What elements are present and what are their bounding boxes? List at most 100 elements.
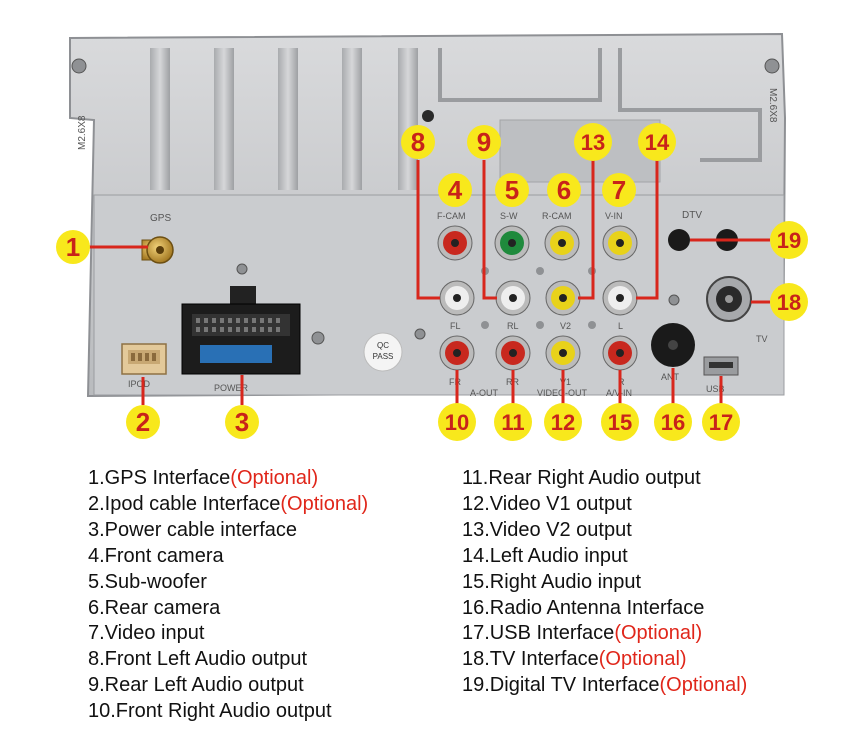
svg-text:17: 17 bbox=[709, 410, 733, 435]
legend-item: 8.Front Left Audio output bbox=[88, 647, 368, 673]
tv-connector bbox=[706, 276, 752, 322]
svg-text:4: 4 bbox=[448, 175, 463, 205]
legend-optional-note: (Optional) bbox=[659, 674, 748, 697]
legend-text: 9.Rear Left Audio output bbox=[88, 674, 304, 697]
legend-item: 7.Video input bbox=[88, 621, 368, 647]
legend-item: 5.Sub-woofer bbox=[88, 570, 368, 596]
legend-text: 5.Sub-woofer bbox=[88, 570, 207, 593]
legend-item: 13.Video V2 output bbox=[462, 518, 747, 544]
rca-rl bbox=[495, 280, 531, 316]
legend-item: 14.Left Audio input bbox=[462, 544, 747, 570]
legend-item: 4.Front camera bbox=[88, 544, 368, 570]
callout-3: 3 bbox=[225, 405, 259, 439]
rca-rcam bbox=[544, 225, 580, 261]
antenna-connector bbox=[651, 323, 695, 367]
legend-text: 18.TV Interface bbox=[462, 648, 599, 671]
legend-optional-note: (Optional) bbox=[614, 622, 703, 645]
legend-item: 1.GPS Interface(Optional) bbox=[88, 466, 368, 492]
svg-text:19: 19 bbox=[777, 228, 801, 253]
callout-6: 6 bbox=[547, 173, 581, 207]
legend-item: 18.TV Interface(Optional) bbox=[462, 647, 747, 673]
tv-silk-label: TV bbox=[756, 334, 768, 344]
legend-text: 4.Front camera bbox=[88, 544, 224, 567]
legend-optional-note: (Optional) bbox=[598, 648, 687, 671]
screw-icon bbox=[414, 328, 426, 340]
rca-fr bbox=[439, 335, 475, 371]
callout-12: 12 bbox=[544, 403, 582, 441]
ant-silk-label: ANT bbox=[661, 372, 680, 382]
svg-text:1: 1 bbox=[66, 232, 80, 262]
svg-text:6: 6 bbox=[557, 175, 571, 205]
v2-silk-label: V2 bbox=[560, 321, 571, 331]
legend-text: 1.GPS Interface bbox=[88, 467, 231, 489]
dtv-silk-label: DTV bbox=[682, 210, 702, 221]
legend-text: 19.Digital TV Interface bbox=[462, 674, 660, 697]
ipod-silk-label: IPOD bbox=[128, 379, 151, 389]
callout-10: 10 bbox=[438, 403, 476, 441]
screw-icon bbox=[311, 331, 325, 345]
legend-item: 12.Video V1 output bbox=[462, 492, 747, 518]
rca-vin bbox=[602, 225, 638, 261]
svg-text:3: 3 bbox=[235, 407, 249, 437]
legend-item: 16.Radio Antenna Interface bbox=[462, 596, 747, 622]
screw-icon bbox=[764, 58, 780, 74]
fl-silk-label: FL bbox=[450, 321, 461, 331]
callouts: 1 2 3 4 5 6 7 8 9 13 14 10 11 12 15 16 1… bbox=[56, 123, 808, 441]
legend-item: 6.Rear camera bbox=[88, 596, 368, 622]
v1-silk-label: V1 bbox=[560, 377, 571, 387]
legend-text: 17.USB Interface bbox=[462, 622, 615, 645]
rcam-silk-label: R-CAM bbox=[542, 211, 572, 221]
vin-silk-label: V-IN bbox=[605, 211, 623, 221]
fr-silk-label: FR bbox=[449, 377, 461, 387]
svg-text:2: 2 bbox=[136, 407, 150, 437]
legend-text: 12.Video V1 output bbox=[462, 492, 632, 515]
svg-text:12: 12 bbox=[551, 410, 575, 435]
svg-text:16: 16 bbox=[661, 410, 685, 435]
callout-7: 7 bbox=[602, 173, 636, 207]
legend-item: 9.Rear Left Audio output bbox=[88, 673, 368, 699]
leader-lines bbox=[88, 160, 770, 405]
rca-fl bbox=[439, 280, 475, 316]
callout-18: 18 bbox=[770, 283, 808, 321]
callout-9: 9 bbox=[467, 125, 501, 159]
usb-port bbox=[703, 356, 739, 376]
svg-text:11: 11 bbox=[501, 410, 524, 435]
legend-right-column: 11.Rear Right Audio output 12.Video V1 o… bbox=[462, 466, 747, 699]
svg-text:13: 13 bbox=[581, 130, 605, 155]
qc-pass-sticker: QC PASS bbox=[363, 332, 403, 372]
chassis-hole bbox=[422, 110, 434, 122]
screw-icon bbox=[668, 294, 680, 306]
l-silk-label: L bbox=[618, 321, 623, 331]
legend-text: 13.Video V2 output bbox=[462, 518, 632, 541]
power-connector bbox=[181, 263, 325, 375]
fuse bbox=[200, 345, 272, 363]
rca-jacks bbox=[414, 225, 680, 371]
legend-text: 7.Video input bbox=[88, 622, 205, 645]
rca-v2 bbox=[545, 280, 581, 316]
legend-text: 2.Ipod cable Interface bbox=[88, 492, 281, 515]
legend-item: 11.Rear Right Audio output bbox=[462, 466, 747, 492]
legend-item: 2.Ipod cable Interface(Optional) bbox=[88, 492, 368, 518]
gps-connector bbox=[141, 236, 174, 264]
legend-left-column: 1.GPS Interface(Optional) 2.Ipod cable I… bbox=[88, 466, 368, 725]
legend-item: 19.Digital TV Interface(Optional) bbox=[462, 673, 747, 699]
callout-5: 5 bbox=[495, 173, 529, 207]
legend-text: 14.Left Audio input bbox=[462, 544, 628, 567]
callout-4: 4 bbox=[438, 173, 472, 207]
legend-item: 17.USB Interface(Optional) bbox=[462, 621, 747, 647]
screw-label-left: M2.6X8 bbox=[77, 115, 88, 150]
screw-icon bbox=[236, 263, 248, 275]
svg-text:8: 8 bbox=[411, 127, 425, 157]
legend-optional-note: (Optional) bbox=[280, 492, 369, 515]
pass-text: PASS bbox=[373, 352, 394, 361]
legend-text: 10.Front Right Audio output bbox=[88, 700, 332, 723]
callout-8: 8 bbox=[401, 125, 435, 159]
legend-item: 15.Right Audio input bbox=[462, 570, 747, 596]
legend-optional-note: (Optional) bbox=[230, 467, 319, 489]
callout-16: 16 bbox=[654, 403, 692, 441]
rca-subwoofer bbox=[494, 225, 530, 261]
legend-text: 11.Rear Right Audio output bbox=[462, 467, 701, 489]
callout-1: 1 bbox=[56, 230, 90, 264]
legend-text: 16.Radio Antenna Interface bbox=[462, 596, 705, 619]
